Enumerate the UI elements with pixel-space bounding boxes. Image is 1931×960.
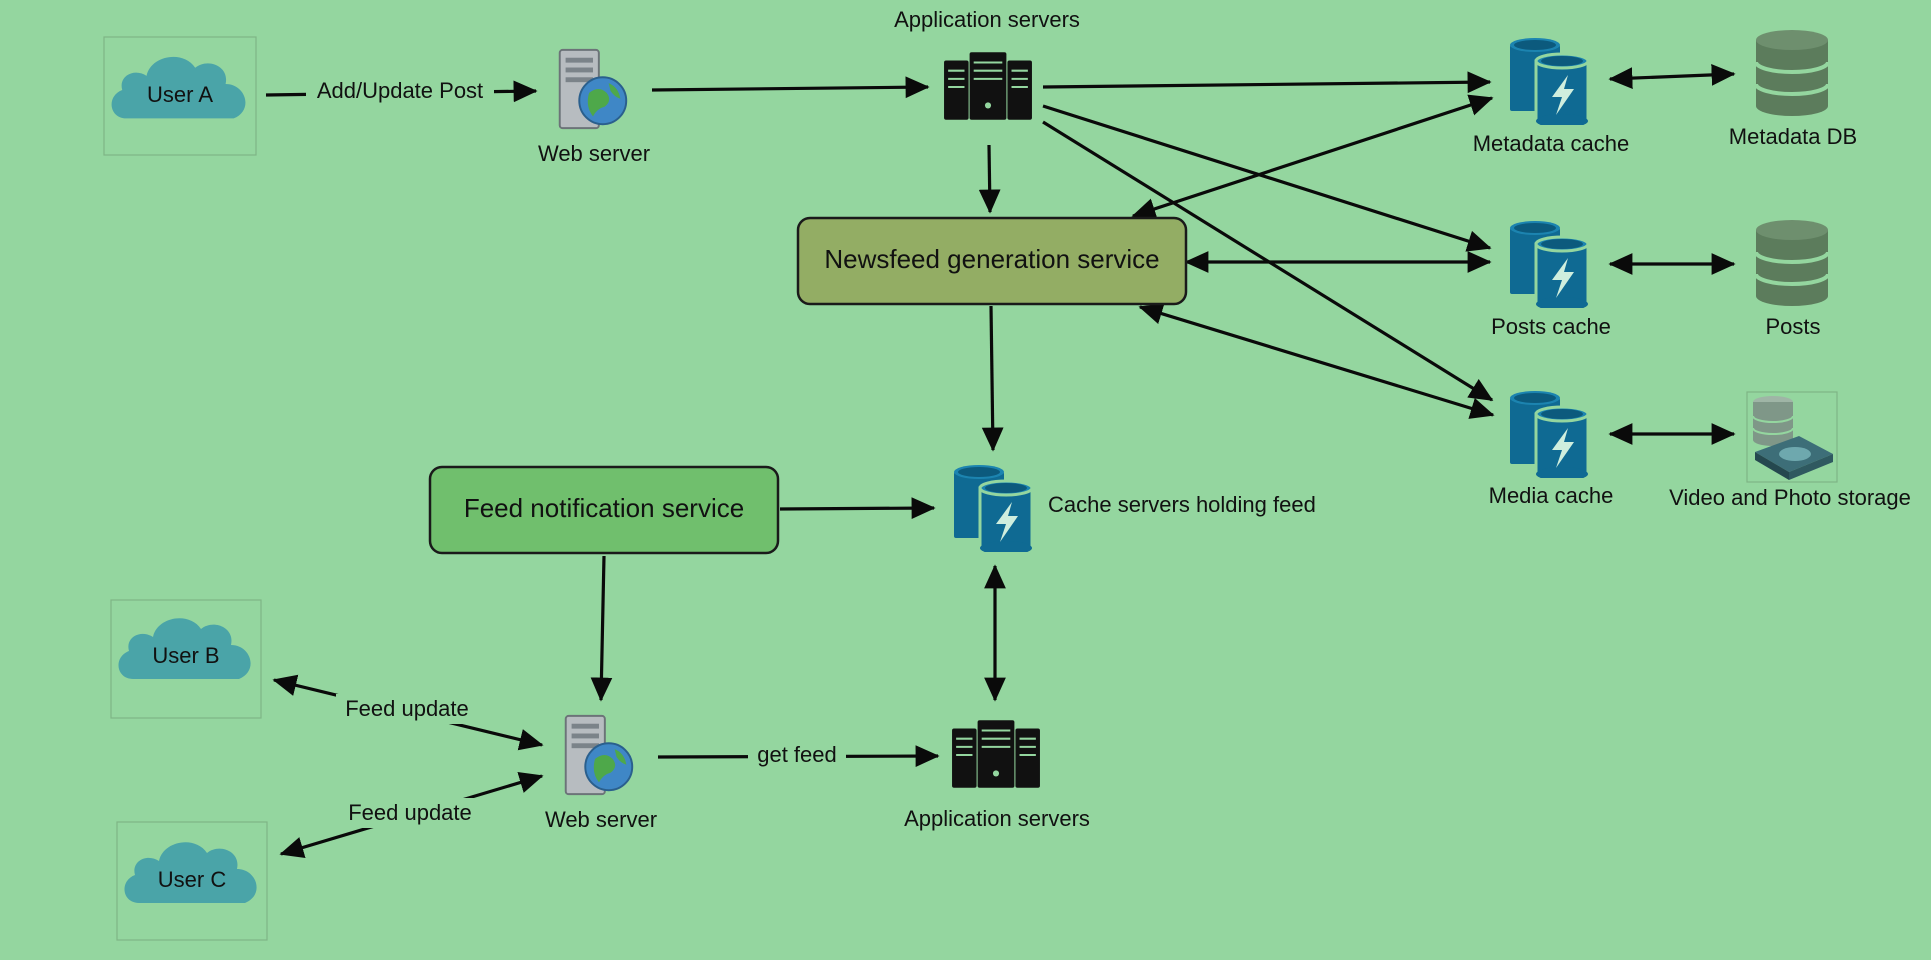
metadata-db-label: Metadata DB bbox=[1729, 124, 1857, 149]
database-stack-icon bbox=[1754, 28, 1830, 118]
edge-notification-to-web-server bbox=[590, 555, 613, 702]
user-b-node[interactable]: User B bbox=[110, 599, 262, 719]
feed-notification-label: Feed notification service bbox=[464, 493, 744, 523]
edge-newsfeed-media-cache bbox=[1138, 303, 1495, 419]
web-server-top-node[interactable]: Web server bbox=[538, 48, 650, 166]
app-servers-bottom-node[interactable]: Application servers bbox=[904, 719, 1090, 831]
storage-drive-icon bbox=[1752, 395, 1834, 481]
feed-notification-service[interactable]: Feed notification service bbox=[428, 465, 780, 555]
edge-app-servers-to-newsfeed bbox=[978, 144, 1001, 214]
user-b-label: User B bbox=[152, 643, 219, 668]
app-servers-bottom-label: Application servers bbox=[904, 806, 1090, 831]
web-server-globe-icon bbox=[564, 714, 634, 796]
user-a-node[interactable]: User A bbox=[103, 36, 257, 156]
web-server-top-label: Web server bbox=[538, 141, 650, 166]
app-servers-top-label: Application servers bbox=[894, 7, 1080, 32]
user-c-node[interactable]: User C bbox=[116, 821, 268, 941]
posts-cache-node[interactable]: Posts cache bbox=[1491, 219, 1611, 339]
posts-db-label: Posts bbox=[1765, 314, 1820, 339]
web-server-globe-icon bbox=[558, 48, 628, 130]
edge-labels: Add/Update Post Feed update Feed update … bbox=[306, 74, 846, 828]
edge-app-servers-to-metadata-cache bbox=[1042, 71, 1492, 94]
edge-label-feed-update-b: Feed update bbox=[345, 696, 469, 721]
posts-db-node[interactable]: Posts bbox=[1754, 218, 1830, 339]
edge-metadata-cache-newsfeed bbox=[1131, 94, 1494, 220]
edge-metadata-cache-metadata-db bbox=[1608, 64, 1736, 89]
posts-cache-label: Posts cache bbox=[1491, 314, 1611, 339]
cache-cylinder-lightning-icon bbox=[1508, 219, 1590, 308]
edge-label-get-feed: get feed bbox=[757, 742, 837, 767]
edge-label-feed-update-c: Feed update bbox=[348, 800, 472, 825]
user-a-label: User A bbox=[147, 82, 213, 107]
metadata-db-node[interactable]: Metadata DB bbox=[1729, 28, 1857, 149]
server-rack-icon bbox=[943, 51, 1033, 121]
app-servers-top-node[interactable]: Application servers bbox=[894, 7, 1080, 121]
media-storage-node[interactable]: Video and Photo storage bbox=[1669, 391, 1911, 510]
media-cache-label: Media cache bbox=[1489, 483, 1614, 508]
server-rack-icon bbox=[951, 719, 1041, 789]
feed-cache-label: Cache servers holding feed bbox=[1048, 492, 1316, 517]
edge-web-server-to-app-servers bbox=[651, 76, 930, 99]
media-cache-node[interactable]: Media cache bbox=[1489, 389, 1614, 508]
newsfeed-service-label: Newsfeed generation service bbox=[824, 244, 1159, 274]
cache-cylinder-lightning-icon bbox=[1508, 389, 1590, 478]
edge-notification-to-feed-cache bbox=[779, 497, 936, 520]
edge-newsfeed-to-feed-cache bbox=[981, 305, 1004, 452]
user-c-label: User C bbox=[158, 867, 227, 892]
edge-label-add-update-post: Add/Update Post bbox=[317, 78, 483, 103]
web-server-bottom-label: Web server bbox=[545, 807, 657, 832]
cache-cylinder-lightning-icon bbox=[952, 463, 1034, 552]
metadata-cache-node[interactable]: Metadata cache bbox=[1473, 36, 1630, 156]
cache-cylinder-lightning-icon bbox=[1508, 36, 1590, 125]
web-server-bottom-node[interactable]: Web server bbox=[545, 714, 657, 832]
media-storage-label: Video and Photo storage bbox=[1669, 485, 1911, 510]
metadata-cache-label: Metadata cache bbox=[1473, 131, 1630, 156]
feed-cache-node[interactable]: Cache servers holding feed bbox=[952, 463, 1316, 555]
newsfeed-generation-service[interactable]: Newsfeed generation service bbox=[796, 216, 1188, 306]
database-stack-icon bbox=[1754, 218, 1830, 308]
